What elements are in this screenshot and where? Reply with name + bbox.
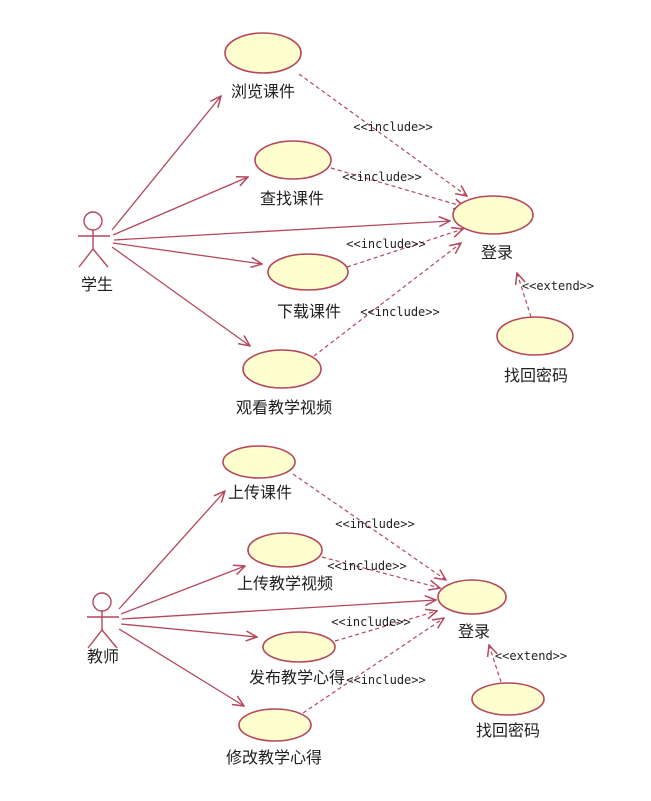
student-actor-head: [83, 211, 103, 231]
student-include-watch-to-login: [313, 243, 461, 357]
upload-courseware-label: 上传课件: [228, 484, 292, 502]
use-case-modify-notes: [238, 708, 312, 742]
student-arrow-to-browse: [111, 96, 221, 231]
teacher-include-publish-stereotype: <<include>>: [331, 615, 410, 629]
teacher-include-upload-courseware-stereotype: <<include>>: [335, 517, 414, 531]
use-case-teacher-recover-password: [471, 682, 545, 716]
student-extend-stereotype: <<extend>>: [522, 279, 594, 293]
use-case-student-recover-password: [496, 316, 574, 356]
use-case-upload-video: [247, 532, 323, 568]
teacher-actor-head: [92, 592, 112, 612]
student-include-watch-stereotype: <<include>>: [360, 305, 439, 319]
teacher-arrow-to-publish-notes: [120, 623, 257, 637]
student-recover-password-label: 找回密码: [504, 367, 568, 385]
student-include-search-to-login: [330, 167, 465, 207]
student-include-download-stereotype: <<include>>: [346, 237, 425, 251]
student-arrow-to-download: [112, 242, 262, 264]
modify-notes-label: 修改教学心得: [226, 749, 322, 767]
teacher-include-upload-video-to-login: [321, 556, 440, 588]
student-arrow-to-watch: [111, 246, 250, 346]
student-include-download-to-login: [346, 229, 463, 268]
student-actor-label: 学生: [81, 276, 113, 294]
search-courseware-label: 查找课件: [260, 190, 324, 208]
teacher-include-publish-to-login: [334, 611, 437, 642]
teacher-diagram: 教师 上传课件 上传教学视频 发布教学心得 修改教学心得 登录 找回密码 <<i…: [87, 445, 567, 767]
student-arrow-to-login: [113, 221, 450, 241]
teacher-include-modify-to-login: [302, 618, 444, 714]
student-include-browse-stereotype: <<include>>: [353, 120, 432, 134]
student-actor-right-leg: [92, 248, 109, 268]
use-case-download-courseware: [267, 253, 349, 291]
browse-courseware-label: 浏览课件: [231, 83, 295, 101]
student-actor-left-leg: [78, 248, 94, 268]
teacher-actor-left-leg: [87, 629, 103, 649]
teacher-include-modify-stereotype: <<include>>: [346, 673, 425, 687]
use-case-watch-videos: [242, 349, 322, 389]
student-diagram: 学生 浏览课件 查找课件 下载课件 观看教学视频 登录 找回密码 <<inclu…: [78, 32, 594, 417]
student-include-search-stereotype: <<include>>: [342, 170, 421, 184]
student-arrow-to-search: [112, 177, 248, 236]
teacher-login-label: 登录: [458, 623, 490, 641]
teacher-actor-right-leg: [101, 629, 118, 649]
teacher-arrow-to-modify-notes: [118, 628, 244, 706]
use-case-publish-notes: [262, 631, 336, 663]
teacher-arrow-to-upload-courseware: [118, 491, 225, 610]
teacher-arrow-to-login: [121, 600, 436, 620]
use-case-student-login: [452, 195, 534, 235]
teacher-actor-figure: [87, 592, 119, 649]
teacher-include-upload-video-stereotype: <<include>>: [327, 559, 406, 573]
student-actor-figure: [78, 211, 110, 268]
watch-videos-label: 观看教学视频: [236, 399, 332, 417]
upload-video-label: 上传教学视频: [237, 575, 333, 593]
student-login-label: 登录: [481, 244, 513, 262]
download-courseware-label: 下载课件: [277, 303, 341, 321]
student-extend-recover-to-login: [517, 273, 532, 318]
teacher-extend-stereotype: <<extend>>: [495, 649, 567, 663]
use-case-search-courseware: [254, 140, 332, 180]
publish-notes-label: 发布教学心得: [249, 669, 345, 687]
use-case-teacher-login: [437, 579, 507, 615]
use-case-browse-courseware: [224, 32, 302, 74]
teacher-recover-password-label: 找回密码: [476, 722, 540, 740]
teacher-include-upload-courseware-to-login: [292, 473, 446, 580]
teacher-actor-label: 教师: [87, 648, 119, 666]
use-case-upload-courseware: [222, 445, 296, 479]
teacher-arrow-to-upload-video: [120, 566, 245, 615]
